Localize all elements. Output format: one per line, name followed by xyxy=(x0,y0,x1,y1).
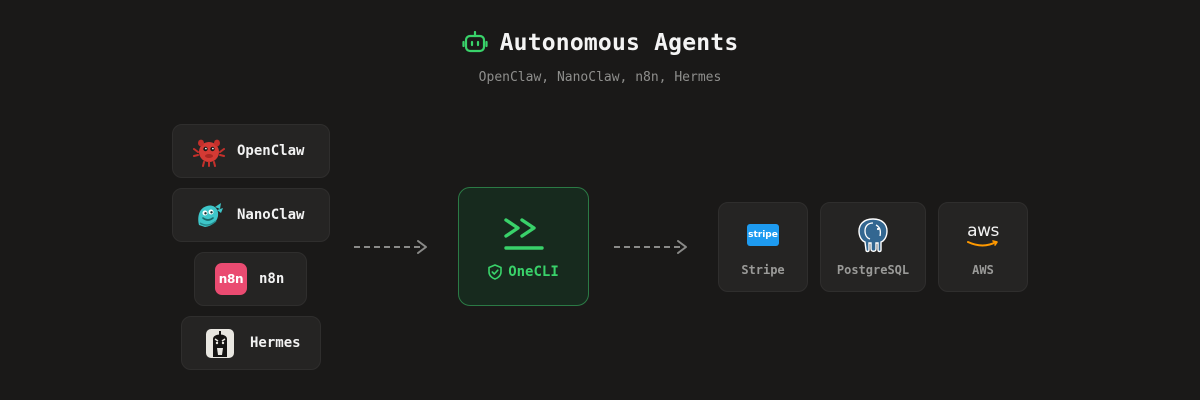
agent-label: n8n xyxy=(259,271,285,287)
aws-logo-icon: aws xyxy=(966,217,1000,253)
header: Autonomous Agents OpenClaw, NanoClaw, n8… xyxy=(0,30,1200,85)
postgresql-logo-icon xyxy=(856,217,890,253)
terminal-prompt-icon xyxy=(502,214,546,254)
service-label: AWS xyxy=(972,263,994,277)
onecli-node: OneCLI xyxy=(458,187,589,306)
page-subtitle: OpenClaw, NanoClaw, n8n, Hermes xyxy=(478,70,722,85)
hermes-logo-icon xyxy=(204,327,236,359)
service-stripe: stripe Stripe xyxy=(718,202,808,292)
onecli-label: OneCLI xyxy=(508,263,559,280)
service-postgresql: PostgreSQL xyxy=(820,202,926,292)
shield-check-icon xyxy=(488,263,503,280)
stripe-badge: stripe xyxy=(747,224,779,246)
service-aws: aws AWS xyxy=(938,202,1028,292)
service-label: Stripe xyxy=(741,263,785,277)
title-row: Autonomous Agents xyxy=(461,30,739,56)
n8n-logo-icon: n8n xyxy=(215,263,247,295)
agents-to-onecli-arrow xyxy=(354,240,427,254)
n8n-badge: n8n xyxy=(215,263,247,295)
onecli-to-services-arrow xyxy=(614,240,687,254)
service-label: PostgreSQL xyxy=(836,263,910,277)
agent-label: Hermes xyxy=(250,335,301,351)
stripe-logo-icon: stripe xyxy=(747,217,779,253)
openclaw-logo-icon xyxy=(193,135,225,167)
robot-icon xyxy=(461,31,488,55)
nanoclaw-logo-icon xyxy=(193,199,225,231)
agent-hermes: Hermes xyxy=(181,316,321,370)
agent-n8n: n8n n8n xyxy=(194,252,307,306)
onecli-label-row: OneCLI xyxy=(488,264,559,280)
agent-openclaw: OpenClaw xyxy=(172,124,330,178)
page-title: Autonomous Agents xyxy=(499,30,739,56)
agent-nanoclaw: NanoClaw xyxy=(172,188,330,242)
aws-wordmark: aws xyxy=(967,220,999,241)
agent-label: NanoClaw xyxy=(237,207,305,223)
agent-label: OpenClaw xyxy=(237,143,305,159)
